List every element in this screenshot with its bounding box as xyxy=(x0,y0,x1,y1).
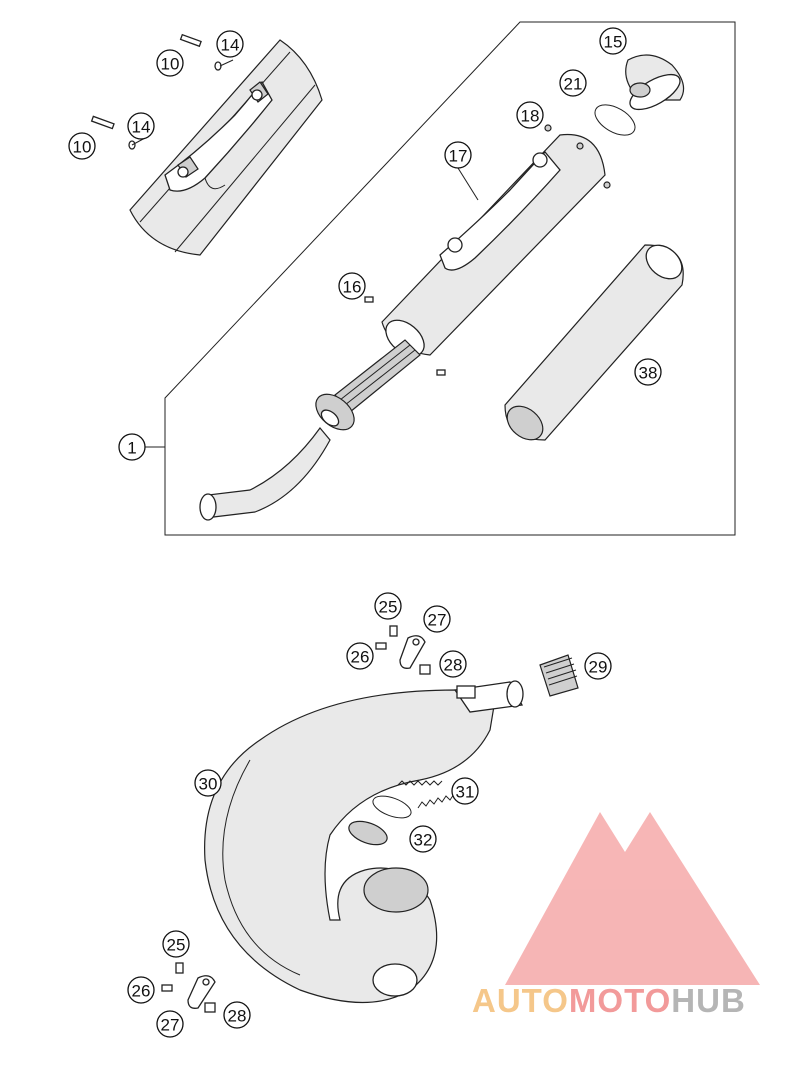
callout-32: 32 xyxy=(409,825,437,853)
callout-18: 18 xyxy=(516,101,544,129)
callout-28-upper: 28 xyxy=(439,650,467,678)
packing-38 xyxy=(504,244,684,441)
callout-27-upper: 27 xyxy=(423,605,451,633)
screw-16 xyxy=(364,296,374,303)
callout-38: 38 xyxy=(634,358,662,386)
callout-10-bottom: 10 xyxy=(68,132,96,160)
callout-21: 21 xyxy=(559,69,587,97)
svg-text:16: 16 xyxy=(343,278,362,297)
seal-29 xyxy=(539,654,579,697)
callout-14-bottom: 14 xyxy=(127,112,155,140)
header-pipe-30 xyxy=(204,680,524,1003)
callout-29: 29 xyxy=(584,652,612,680)
spring-31b xyxy=(417,793,455,809)
svg-text:21: 21 xyxy=(564,75,583,94)
callout-25-upper: 25 xyxy=(374,592,402,620)
nut-18 xyxy=(544,124,552,132)
callout-28-lower: 28 xyxy=(223,1001,251,1029)
callout-30: 30 xyxy=(194,769,222,797)
o-ring-32 xyxy=(372,795,412,819)
svg-text:27: 27 xyxy=(428,611,447,630)
svg-text:38: 38 xyxy=(639,364,658,383)
callout-25-lower: 25 xyxy=(162,930,190,958)
svg-text:14: 14 xyxy=(221,36,240,55)
callout-10-top: 10 xyxy=(156,49,184,77)
bracket-group-lower xyxy=(161,962,216,1013)
watermark-hub: HUB xyxy=(671,982,746,1019)
callout-26-upper: 26 xyxy=(346,642,374,670)
svg-text:31: 31 xyxy=(456,783,475,802)
bolt-10-top xyxy=(179,33,202,48)
svg-text:17: 17 xyxy=(449,147,468,166)
perforated-tube xyxy=(334,339,421,413)
svg-text:10: 10 xyxy=(73,138,92,157)
o-ring-21 xyxy=(594,104,636,136)
bracket-group-upper xyxy=(375,625,431,675)
callout-17: 17 xyxy=(444,141,472,169)
callout-1: 1 xyxy=(118,433,146,461)
svg-text:1: 1 xyxy=(127,439,136,458)
inlet-flange xyxy=(315,393,355,431)
screw-16b xyxy=(436,369,446,376)
watermark-logo xyxy=(505,812,760,985)
callout-26-lower: 26 xyxy=(127,976,155,1004)
svg-text:29: 29 xyxy=(589,658,608,677)
spring-31a xyxy=(397,780,443,786)
assembly-frame xyxy=(164,21,736,536)
watermark-text: AUTOMOTOHUB xyxy=(472,982,746,1019)
svg-text:30: 30 xyxy=(199,775,218,794)
watermark-moto: MOTO xyxy=(569,982,671,1019)
callout-16: 16 xyxy=(338,272,366,300)
svg-text:32: 32 xyxy=(414,831,433,850)
svg-text:18: 18 xyxy=(521,107,540,126)
svg-text:26: 26 xyxy=(132,982,151,1001)
svg-text:14: 14 xyxy=(132,118,151,137)
inset-silencer-mount xyxy=(129,39,323,256)
callout-27-lower: 27 xyxy=(156,1010,184,1038)
watermark-auto: AUTO xyxy=(472,982,569,1019)
pipe-socket xyxy=(348,820,388,846)
bolt-10-bottom xyxy=(90,115,115,130)
svg-text:10: 10 xyxy=(161,55,180,74)
end-cap-15 xyxy=(625,54,685,111)
svg-text:25: 25 xyxy=(167,936,186,955)
svg-text:28: 28 xyxy=(228,1007,247,1026)
svg-text:27: 27 xyxy=(161,1016,180,1035)
callout-14-top: 14 xyxy=(216,30,244,58)
callout-15: 15 xyxy=(599,27,627,55)
svg-text:15: 15 xyxy=(604,33,623,52)
svg-text:26: 26 xyxy=(351,648,370,667)
callout-31: 31 xyxy=(451,777,479,805)
svg-text:28: 28 xyxy=(444,656,463,675)
inlet-pipe xyxy=(199,427,331,521)
svg-text:25: 25 xyxy=(379,598,398,617)
